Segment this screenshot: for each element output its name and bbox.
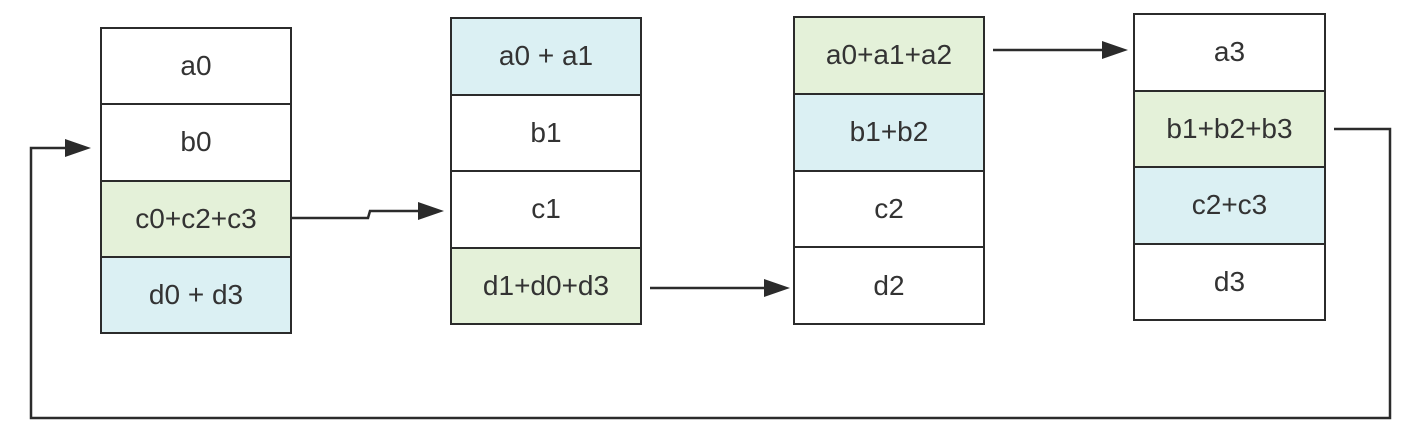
cell-a3: a3 bbox=[1135, 15, 1324, 90]
node-column-1: a0 b0 c0+c2+c3 d0 + d3 bbox=[100, 27, 292, 334]
cell-c2: c2 bbox=[795, 169, 983, 247]
cell-a0: a0 bbox=[102, 29, 290, 104]
cell-d-sum: d1+d0+d3 bbox=[452, 246, 640, 323]
cell-a-sum: a0 + a1 bbox=[452, 19, 640, 94]
cell-a-sum: a0+a1+a2 bbox=[795, 18, 983, 93]
cell-d2: d2 bbox=[795, 246, 983, 323]
node-column-4: a3 b1+b2+b3 c2+c3 d3 bbox=[1133, 13, 1326, 321]
cell-d-sum: d0 + d3 bbox=[102, 255, 290, 332]
arrow-col3-to-col4 bbox=[993, 41, 1128, 59]
cell-c-sum: c0+c2+c3 bbox=[102, 179, 290, 256]
arrow-col2-to-col3 bbox=[650, 279, 790, 297]
arrow-col1-to-col2 bbox=[292, 202, 444, 220]
cell-b1: b1 bbox=[452, 93, 640, 170]
cell-d3: d3 bbox=[1135, 242, 1324, 319]
cell-c1: c1 bbox=[452, 170, 640, 247]
node-column-2: a0 + a1 b1 c1 d1+d0+d3 bbox=[450, 17, 642, 325]
cell-b0: b0 bbox=[102, 103, 290, 180]
cell-c-sum: c2+c3 bbox=[1135, 166, 1324, 243]
cell-b-sum: b1+b2+b3 bbox=[1135, 89, 1324, 166]
cell-b-sum: b1+b2 bbox=[795, 92, 983, 170]
node-column-3: a0+a1+a2 b1+b2 c2 d2 bbox=[793, 16, 985, 325]
